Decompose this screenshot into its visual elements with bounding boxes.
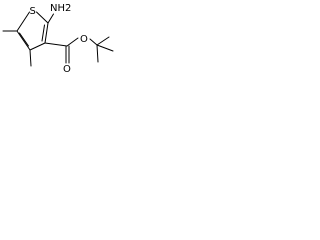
bond-c4-methyl [29,49,32,67]
bond-tbu-up [96,36,110,46]
bond-s-c2 [36,11,49,24]
ester-bonds [44,37,98,64]
chemical-structure: S NH2 O O [2,3,114,75]
amine-label: NH2 [50,3,71,14]
bond-tbu-down [96,44,99,63]
bond-o-tbu [89,38,98,46]
methyl-bonds [2,30,32,67]
bond-c3-c4 [29,42,46,51]
bond-tbu-right [96,44,114,52]
bond-carbonyl-o-ether [66,37,79,47]
bond-s-c5 [16,11,30,32]
bond-c4-c5 [16,30,31,51]
bond-c2-n [47,13,54,24]
bond-c4-c5-double [19,32,29,47]
bond-c2-c3-double [41,24,45,42]
amino-bond [47,13,54,24]
thiophene-ring [16,11,49,51]
tert-butyl-bonds [96,36,114,63]
ether-oxygen-label: O [80,34,88,45]
bond-c3-carbonyl [44,42,68,47]
bond-c2-c3 [44,22,49,44]
sulfur-label: S [30,6,36,17]
carbonyl-oxygen-label: O [63,64,71,75]
